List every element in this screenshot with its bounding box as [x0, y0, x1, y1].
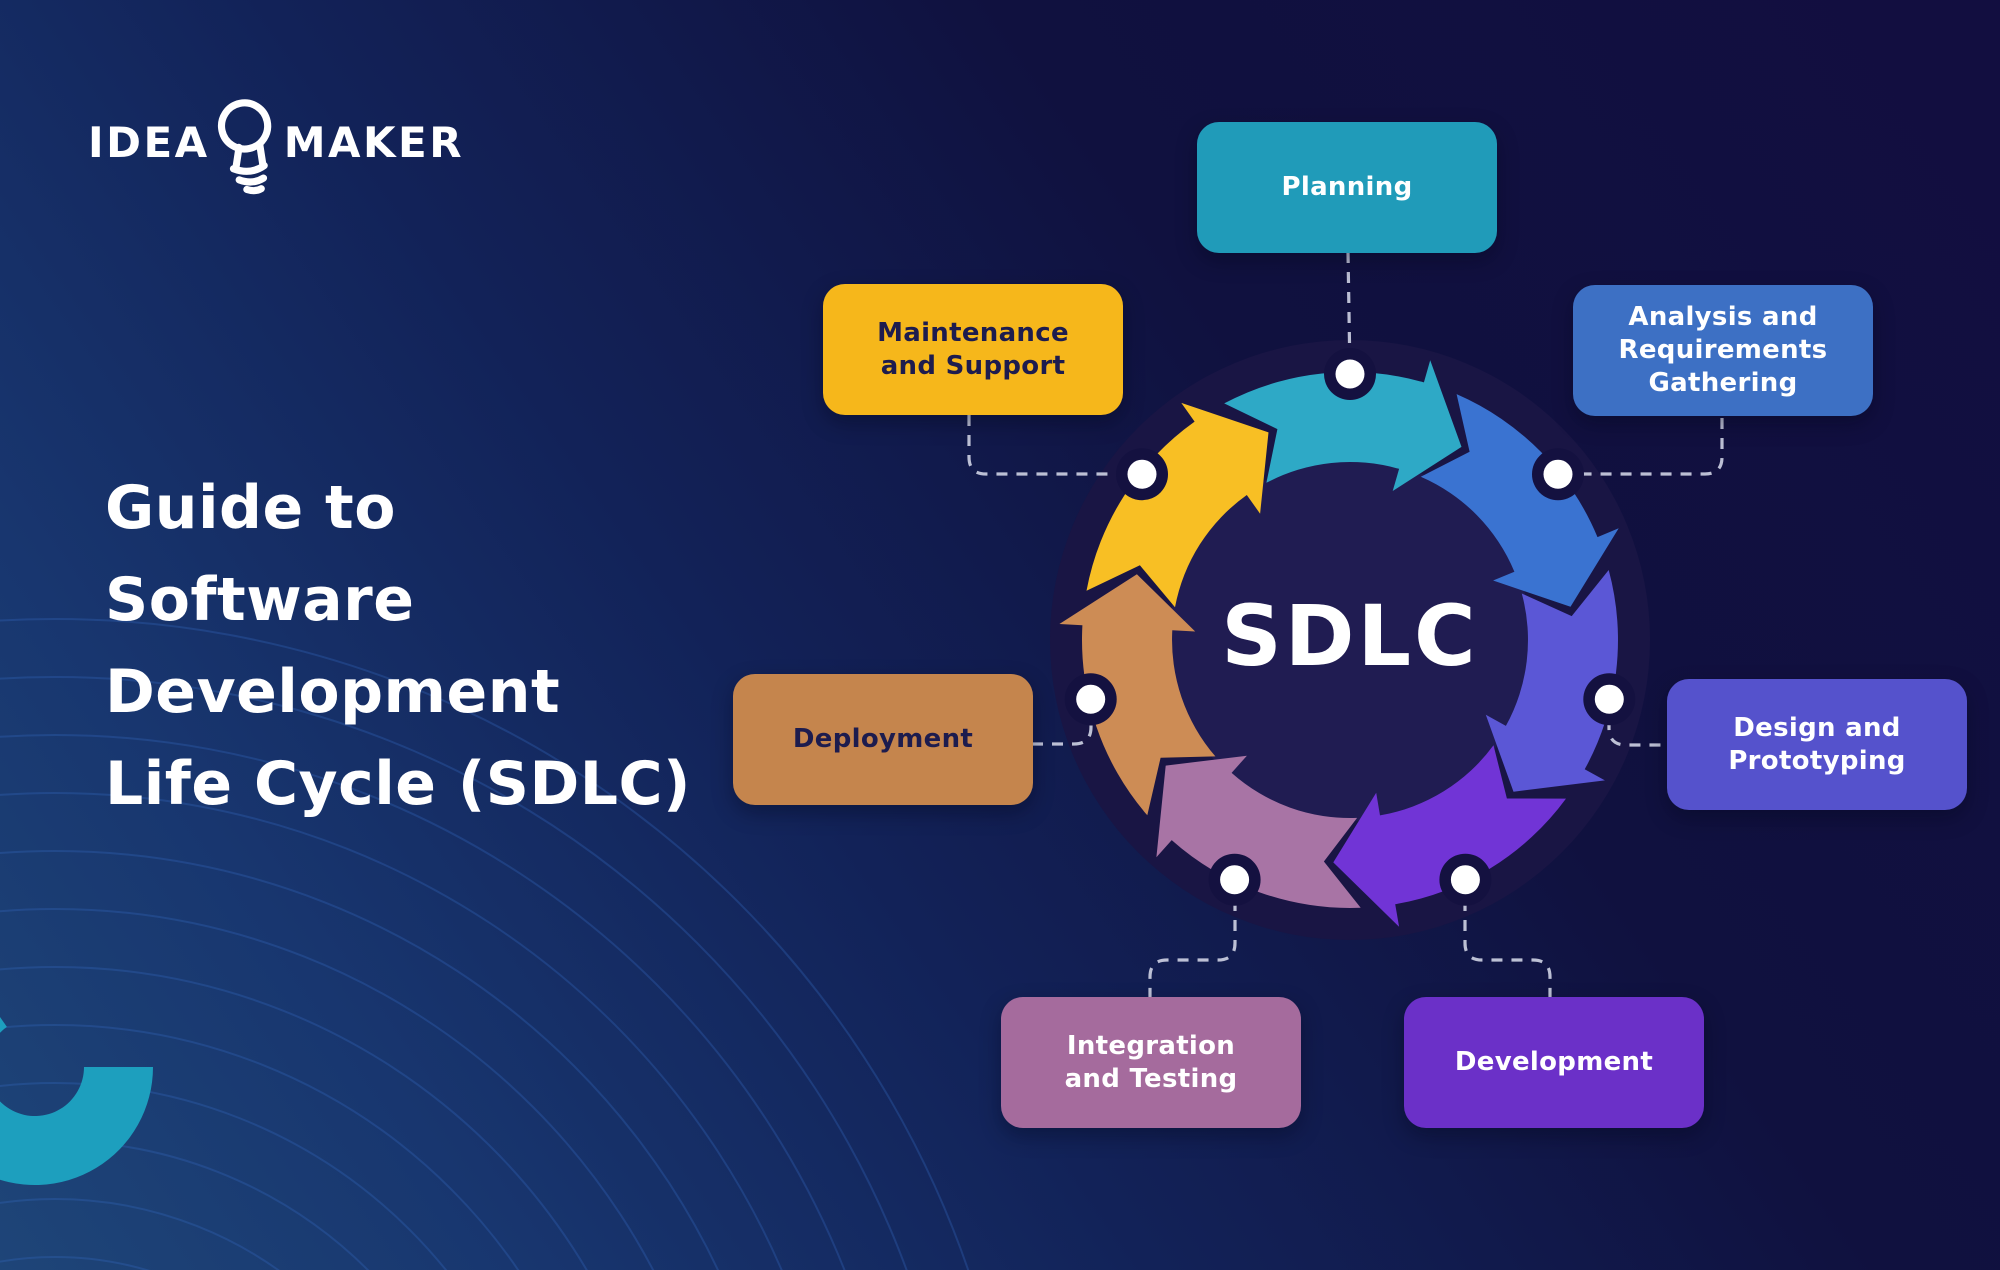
- stage-label: Analysis and: [1628, 302, 1818, 332]
- segment-planning: [1224, 360, 1462, 491]
- stage-label: Maintenance: [877, 317, 1069, 348]
- dot-deployment: [1076, 684, 1106, 714]
- stage-box-development: Development: [1404, 997, 1704, 1128]
- contour-line: [0, 966, 588, 1270]
- contour-line: [0, 734, 846, 1270]
- contour-line: [0, 908, 655, 1270]
- segment-design: [1485, 570, 1618, 792]
- stage-label: Planning: [1281, 172, 1413, 202]
- dot-planning: [1335, 359, 1365, 389]
- stage-box-integration-testing: Integration and Testing: [1001, 997, 1301, 1128]
- connector-deployment: [1032, 699, 1093, 746]
- stage-label: Prototyping: [1728, 745, 1906, 776]
- contour-line: [0, 1256, 150, 1270]
- connector-maintenance: [967, 415, 1142, 476]
- stage-label: Requirements: [1618, 335, 1828, 365]
- segment-deployment: [1059, 574, 1216, 816]
- stage-label: Gathering: [1648, 368, 1798, 398]
- dot-integration: [1220, 865, 1250, 895]
- dot-analysis: [1543, 459, 1573, 489]
- diagram-center-circle: [1169, 459, 1531, 821]
- contour-line: [0, 850, 719, 1270]
- segment-analysis: [1420, 394, 1619, 607]
- stage-box-analysis-requirements: Analysis and Requirements Gathering: [1573, 285, 1873, 416]
- stage-box-design-prototyping: Design and Prototyping: [1667, 679, 1967, 810]
- stage-label: Development: [1454, 1047, 1654, 1077]
- connector-analysis: [1558, 418, 1724, 476]
- contour-line: [0, 676, 908, 1270]
- title-line: Guide to: [105, 473, 396, 543]
- connector-integration: [1148, 880, 1237, 997]
- title-line: Development: [105, 657, 561, 727]
- dot-development: [1450, 865, 1480, 895]
- contour-line: [0, 1082, 447, 1270]
- lightbulb-icon: [214, 93, 280, 215]
- logo-text-maker: MAKER: [283, 118, 465, 167]
- corner-arc-shape: [0, 1017, 153, 1186]
- stage-label: Deployment: [792, 724, 974, 754]
- stage-label: and Testing: [1064, 1063, 1238, 1094]
- connector-design: [1607, 699, 1667, 747]
- title-line: Software: [105, 565, 415, 635]
- stage-label: Design and: [1733, 712, 1901, 743]
- stage-label: Integration: [1066, 1030, 1236, 1061]
- title-line: Life Cycle (SDLC): [105, 749, 691, 819]
- connector-development: [1463, 880, 1552, 997]
- stage-box-maintenance-support: Maintenance and Support: [823, 284, 1123, 415]
- stage-box-planning: Planning: [1197, 122, 1497, 253]
- contour-line: [0, 1198, 280, 1270]
- diagram-center-label: SDLC: [1221, 587, 1479, 686]
- contour-line: [0, 792, 783, 1270]
- stage-box-deployment: Deployment: [733, 674, 1033, 805]
- segment-integration: [1156, 755, 1361, 909]
- segment-development: [1333, 745, 1566, 927]
- stage-label: and Support: [880, 350, 1066, 381]
- contour-line: [0, 618, 970, 1270]
- segment-maintenance: [1086, 402, 1269, 608]
- contour-line: [0, 1024, 520, 1270]
- idea-maker-logo: IDEA MAKER: [88, 98, 465, 194]
- logo-text-idea: IDEA: [88, 118, 210, 167]
- dot-maintenance: [1127, 459, 1157, 489]
- page-title: Guide to Software Development Life Cycle…: [105, 462, 691, 830]
- dot-design: [1594, 684, 1624, 714]
